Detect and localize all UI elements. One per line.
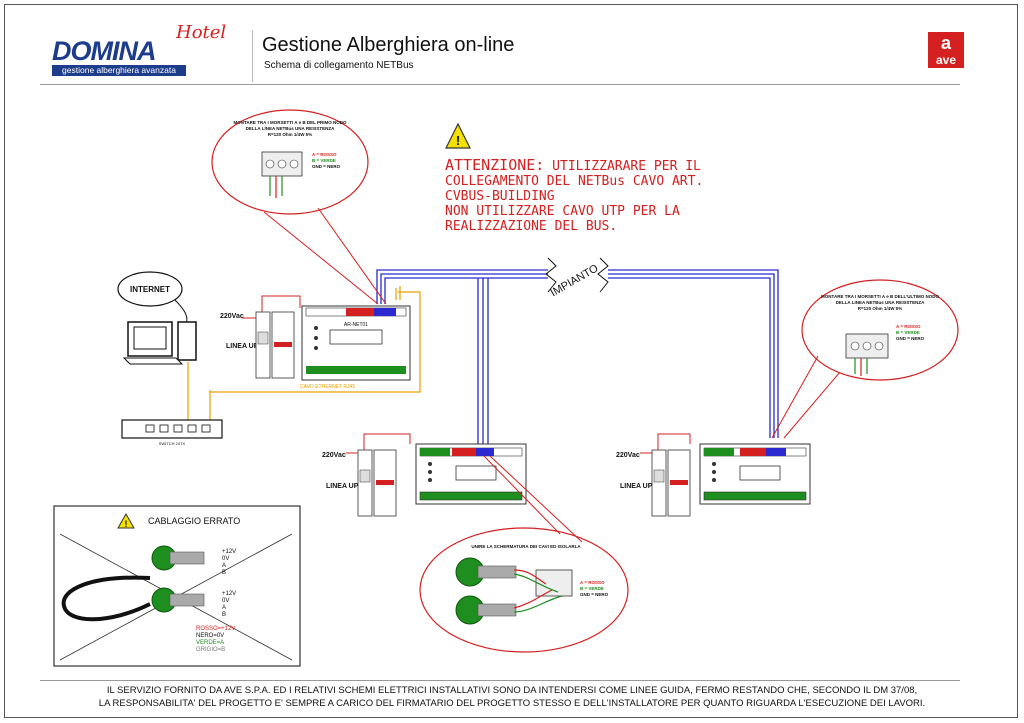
callout-last-legend-gnd: GND = NERO [896,336,925,341]
callout-first-text1: MONTARE TRA I MORSETTI A e B DEL PRIMO N… [233,120,347,125]
warning-line3: CVBUS-BUILDING [445,189,555,204]
callout-last-text1: MONTARE TRA I MORSETTI A e B DELL'ULTIMO… [821,294,939,299]
domina-tagline: gestione alberghiera avanzata [52,65,186,76]
ethernet-cable [187,291,421,420]
legend-grigio: GRIGIO=B [196,647,225,653]
warning-line4: NON UTILIZZARE CAVO UTP PER LA [445,204,680,219]
disclaimer: IL SERVIZIO FORNITO DA AVE S.P.A. ED I R… [30,684,994,710]
callout-first-legend-a: A = ROSSO [312,152,337,157]
legend-verde: VERDE=A [196,640,224,646]
page-title: Gestione Alberghiera on-line [262,34,515,56]
pin-12v-top: +12V [222,549,236,555]
callout-shield-legend-gnd: GND = NERO [580,592,609,597]
netbus-cable [376,269,779,445]
callout-shield-legend-a: A = ROSSO [580,580,605,585]
warning-line5: REALIZZAZIONE DEL BUS. [445,219,618,234]
ethernet-label: CAVO ETHERNET RJ45 [300,384,355,390]
pin-b-bottom: B [222,612,226,618]
pin-a-bottom: A [222,605,226,611]
supply-label-1: 220Vac [220,313,244,320]
impianto-break: IMPIANTO [545,257,609,299]
disclaimer-line1: IL SERVIZIO FORNITO DA AVE S.P.A. ED I R… [106,685,918,696]
header-rule [40,84,960,85]
callout-last-text2: DELLA LINEA NETBus UNA RESISTENZA [836,300,926,305]
impianto-label: IMPIANTO [549,262,601,299]
warning-line2: COLLEGAMENTO DEL NETBus CAVO ART. [445,174,704,189]
supply-label-2: 220Vac [322,452,346,459]
pin-b-top: B [222,570,226,576]
callout-first-text2: DELLA LINEA NETBus UNA RESISTENZA [246,126,336,131]
callout-shield-text: UNIRE LA SCHERMATURA DEI CAVI ED ISOLARL… [471,544,581,549]
warning-line1: UTILIZZARARE PER IL [544,159,701,174]
legend-nero: NERO=0V [196,633,224,639]
pin-a-top: A [222,563,226,569]
svg-text:!: ! [456,133,460,148]
svg-text:a: a [941,33,952,53]
callout-first-legend-gnd: GND = NERO [312,164,341,169]
computer-icon [122,321,197,365]
node-2: 220Vac LINEA UPS [322,433,527,517]
callout-first-legend-b: B = VERDE [312,158,336,163]
callout-shield: UNIRE LA SCHERMATURA DEI CAVI ED ISOLARL… [419,455,629,653]
internet-cloud: INTERNET [117,271,183,307]
page-subtitle: Schema di collegamento NETBus [264,60,414,71]
master-node: 220Vac LINEA UPS AR-NET01 [220,286,411,381]
pin-0v-top: 0V [222,556,229,562]
wrong-wiring-title: CABLAGGIO ERRATO [148,516,240,526]
callout-last-node: MONTARE TRA I MORSETTI A e B DELL'ULTIMO… [771,279,959,439]
ave-logo: a ave [928,32,964,68]
domina-logo: DOMINA [52,36,156,66]
svg-text:!: ! [125,519,128,529]
footer-rule [40,680,960,681]
callout-last-legend-b: B = VERDE [896,330,920,335]
header-separator [252,30,253,82]
domina-logo-script: Hotel [176,22,227,43]
module-label: AR-NET01 [344,322,368,328]
callout-last-text3: R=120 Ohm 1/4W 5% [858,306,902,311]
callout-last-legend-a: A = ROSSO [896,324,921,329]
legend-rosso: ROSSO=+12V [196,626,235,632]
pin-12v-bottom: +12V [222,591,236,597]
callout-shield-legend-b: B = VERDE [580,586,604,591]
ups-label-1: LINEA UPS [226,343,263,350]
node-3: 220Vac LINEA UPS [616,433,811,517]
callout-first-text3: R=120 Ohm 1/4W 5% [268,132,312,137]
switch-label: SWITCH 24TX [159,441,186,446]
disclaimer-line2: LA RESPONSABILITA' DEL PROGETTO E' SEMPR… [98,698,926,709]
switch-icon: SWITCH 24TX [121,419,223,446]
pin-0v-bottom: 0V [222,598,229,604]
warning-lead: ATTENZIONE: [445,156,545,174]
warning-icon: ! [445,122,471,149]
ups-label-3: LINEA UPS [620,483,657,490]
wrong-wiring-panel: ! CABLAGGIO ERRATO +12V 0V A B +12V 0V A… [53,505,301,667]
svg-text:ave: ave [936,53,956,67]
callout-first-node: MONTARE TRA I MORSETTI A e B DEL PRIMO N… [211,109,387,305]
ups-label-2: LINEA UPS [326,483,363,490]
drawing-sheet [4,4,1018,718]
supply-label-3: 220Vac [616,452,640,459]
warning-text: ATTENZIONE: UTILIZZARARE PER IL COLLEGAM… [445,156,704,235]
internet-label: INTERNET [130,285,170,294]
